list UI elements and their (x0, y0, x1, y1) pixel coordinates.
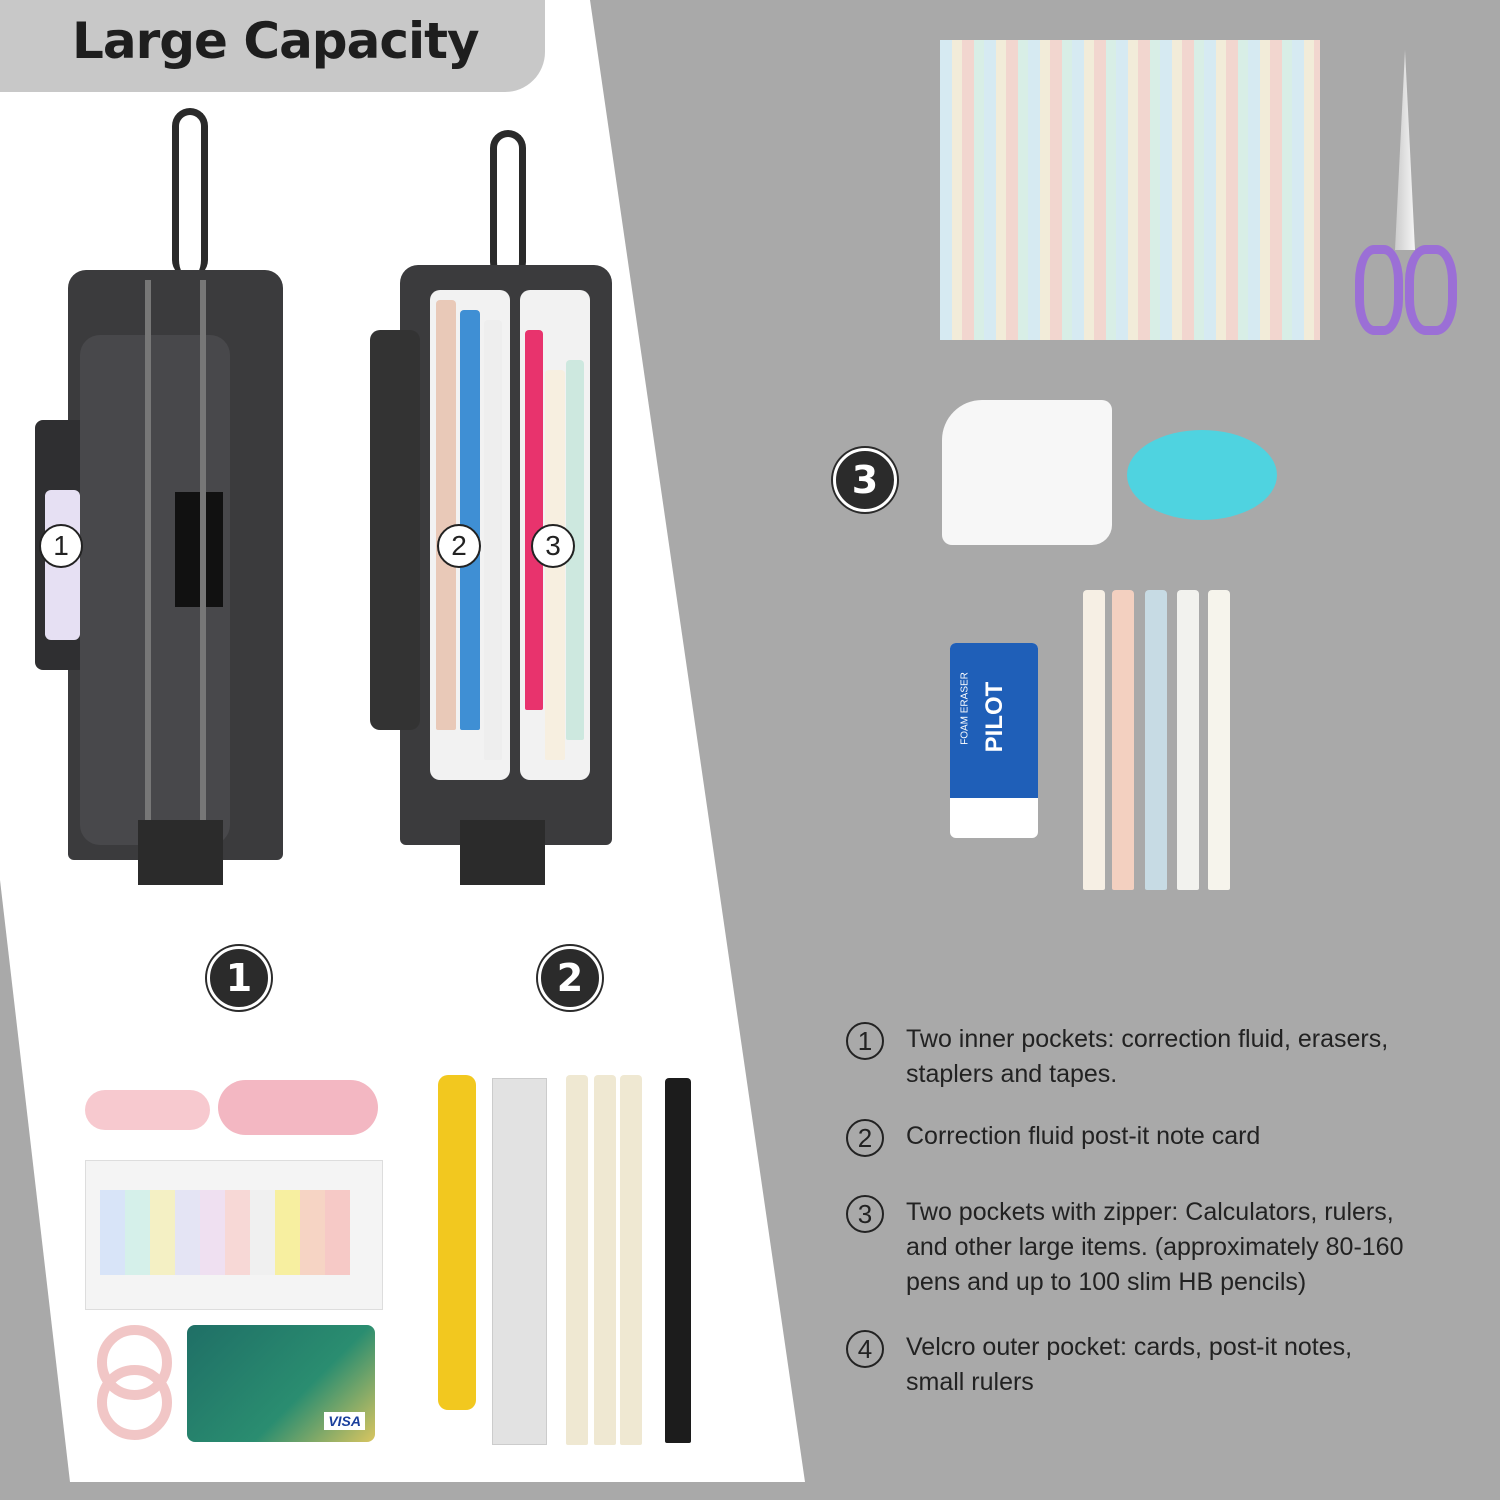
feature-item: 1 Two inner pockets: correction fluid, e… (846, 1022, 1466, 1092)
eraser: PILOT FOAM ERASER (950, 643, 1038, 838)
feature-number: 3 (846, 1195, 884, 1233)
feature-item: 2 Correction fluid post-it note card (846, 1119, 1466, 1157)
hole-punch (942, 400, 1112, 545)
case-label-2: 2 (437, 524, 481, 568)
section-badge-2: 2 (538, 946, 602, 1010)
pull-loop (172, 108, 208, 278)
card-brand: VISA (324, 1412, 365, 1430)
velcro-patch (175, 492, 223, 607)
feature-number: 4 (846, 1330, 884, 1368)
mini-cutter (1127, 430, 1277, 520)
feature-number: 1 (846, 1022, 884, 1060)
feature-number: 2 (846, 1119, 884, 1157)
tape-dispenser (85, 1090, 210, 1130)
case-label-3: 3 (531, 524, 575, 568)
title-tab (0, 0, 545, 92)
eraser-type: FOAM ERASER (959, 672, 971, 745)
feature-text: Two pockets with zipper: Calculators, ru… (906, 1198, 1404, 1296)
zipper-pulls (138, 820, 223, 885)
scissors-handle (1355, 245, 1403, 335)
page-title: Large Capacity (72, 12, 480, 70)
case-label-1: 1 (39, 524, 83, 568)
section-badge-1: 1 (207, 946, 271, 1010)
scissors-handle (1405, 245, 1457, 335)
feature-text: Velcro outer pocket: cards, post-it note… (906, 1333, 1353, 1396)
marker (665, 1078, 691, 1443)
eraser-brand: PILOT (981, 681, 1008, 753)
ruler (492, 1078, 547, 1445)
credit-card: VISA (187, 1325, 375, 1442)
pull-loop (490, 130, 526, 280)
feature-text: Correction fluid post-it note card (906, 1122, 1261, 1150)
feature-text: Two inner pockets: correction fluid, era… (906, 1025, 1389, 1088)
feature-item: 3 Two pockets with zipper: Calculators, … (846, 1195, 1466, 1300)
section-badge-3: 3 (833, 448, 897, 512)
box-cutter (438, 1075, 476, 1410)
scissors-blade (1395, 50, 1415, 250)
feature-item: 4 Velcro outer pocket: cards, post-it no… (846, 1330, 1466, 1400)
tape-dispenser (218, 1080, 378, 1135)
zipper-pulls (460, 820, 545, 885)
washi-tape (97, 1365, 172, 1440)
